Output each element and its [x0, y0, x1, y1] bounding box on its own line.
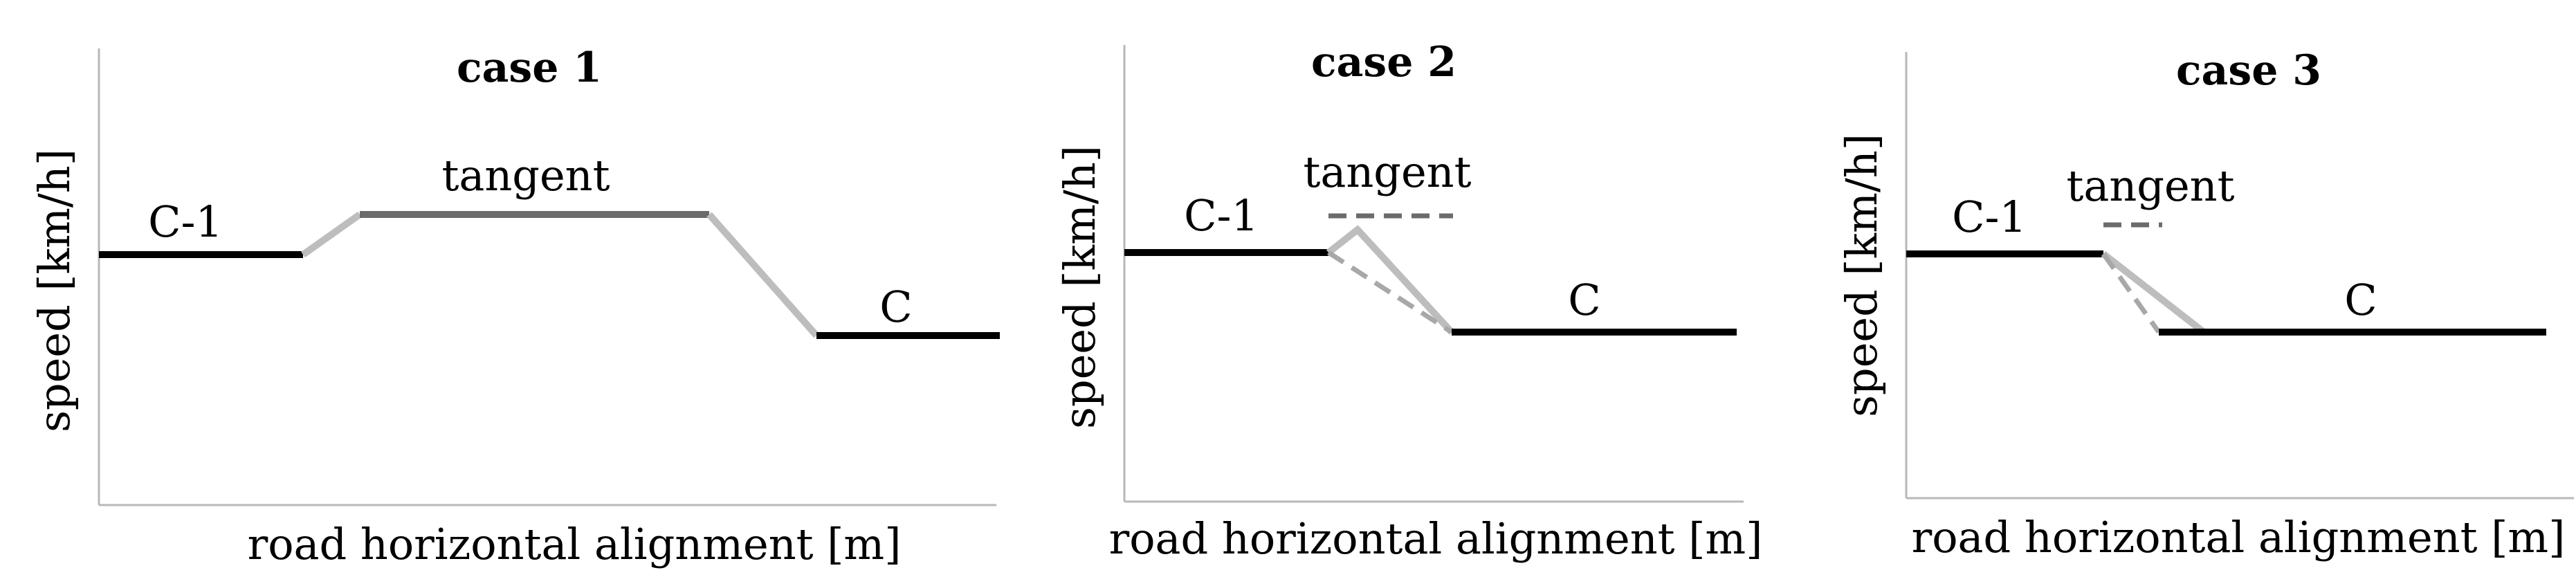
speed-transition-line: [1326, 225, 1454, 335]
label-c-1: C-1: [1952, 192, 2027, 242]
direct-transition-dashed: [1327, 250, 1453, 334]
y-axis-label: speed [km/h]: [1836, 134, 1887, 417]
panel-case-1: case 1 speed [km/h] road horizontal alig…: [29, 44, 1000, 569]
label-c: C: [879, 282, 912, 332]
acceleration-line: [301, 211, 362, 258]
label-c: C: [2344, 275, 2377, 325]
speed-transition-line: [2101, 251, 2207, 335]
x-axis-label: road horizontal alignment [m]: [1912, 512, 2566, 562]
label-tangent: tangent: [441, 150, 610, 201]
label-tangent: tangent: [2066, 161, 2234, 211]
x-axis-label: road horizontal alignment [m]: [248, 519, 902, 569]
panel-title: case 3: [2176, 46, 2321, 95]
label-tangent: tangent: [1303, 147, 1471, 197]
x-axis-label: road horizontal alignment [m]: [1109, 513, 1763, 564]
label-c-1: C-1: [148, 196, 223, 247]
panel-title: case 1: [457, 44, 602, 92]
deceleration-line: [706, 212, 819, 338]
panel-case-2: case 2 speed [km/h] road horizontal alig…: [1054, 38, 1762, 564]
label-c: C: [1568, 275, 1600, 325]
direct-transition-dashed: [2101, 252, 2161, 334]
panel-case-3: case 3 speed [km/h] road horizontal alig…: [1836, 46, 2574, 562]
y-axis-label: speed [km/h]: [1054, 145, 1105, 429]
y-axis-label: speed [km/h]: [29, 149, 80, 432]
panel-title: case 2: [1311, 38, 1456, 86]
label-c-1: C-1: [1184, 190, 1259, 241]
